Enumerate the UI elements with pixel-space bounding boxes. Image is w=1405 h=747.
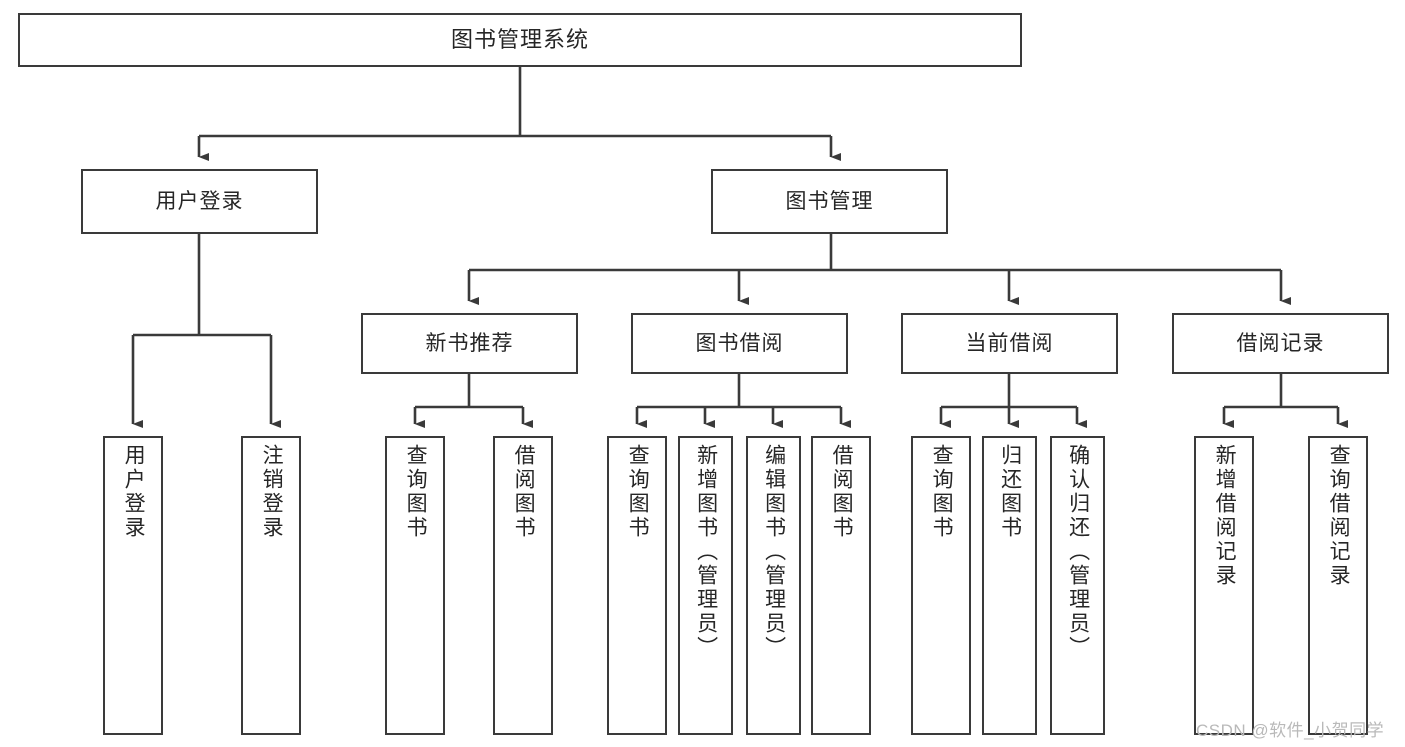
node-label: 当前借阅: [965, 331, 1054, 355]
node-label: 查询图书: [930, 444, 954, 540]
node-book-borrow[interactable]: 图书借阅: [631, 313, 848, 374]
node-label: 查询图书: [404, 444, 428, 540]
node-borrow-record[interactable]: 借阅记录: [1172, 313, 1389, 374]
node-label: 借阅图书: [512, 444, 536, 540]
node-label: 新书推荐: [425, 331, 514, 355]
node-label: 查询图书: [626, 444, 650, 540]
node-leaf-query-book-bb[interactable]: 查询图书: [607, 436, 667, 735]
node-label: 查询借阅记录: [1327, 444, 1351, 588]
node-label: 借阅图书: [830, 444, 854, 540]
node-label: 编辑图书（管理员）: [762, 444, 786, 660]
node-user-login[interactable]: 用户登录: [81, 169, 318, 234]
node-leaf-borrow-book-bb[interactable]: 借阅图书: [811, 436, 871, 735]
node-root-book-management-system[interactable]: 图书管理系统: [18, 13, 1022, 67]
node-label: 用户登录: [155, 189, 244, 213]
node-leaf-confirm-return-admin[interactable]: 确认归还（管理员）: [1050, 436, 1105, 735]
node-leaf-user-login[interactable]: 用户登录: [103, 436, 163, 735]
node-label: 新增图书（管理员）: [694, 444, 718, 660]
node-book-management[interactable]: 图书管理: [711, 169, 948, 234]
node-leaf-logout[interactable]: 注销登录: [241, 436, 301, 735]
node-label: 确认归还（管理员）: [1066, 444, 1090, 660]
node-leaf-query-book-cb[interactable]: 查询图书: [911, 436, 971, 735]
node-label: 归还图书: [998, 444, 1022, 540]
node-new-book-recommend[interactable]: 新书推荐: [361, 313, 578, 374]
node-leaf-borrow-book-nb[interactable]: 借阅图书: [493, 436, 553, 735]
node-label: 图书借阅: [695, 331, 784, 355]
node-leaf-add-book-admin[interactable]: 新增图书（管理员）: [678, 436, 733, 735]
node-current-borrow[interactable]: 当前借阅: [901, 313, 1118, 374]
node-leaf-return-book[interactable]: 归还图书: [982, 436, 1037, 735]
node-label: 新增借阅记录: [1213, 444, 1237, 588]
node-label: 注销登录: [260, 444, 284, 540]
node-leaf-add-borrow-record[interactable]: 新增借阅记录: [1194, 436, 1254, 735]
node-label: 借阅记录: [1236, 331, 1325, 355]
node-label: 用户登录: [122, 444, 146, 540]
node-leaf-query-borrow-record[interactable]: 查询借阅记录: [1308, 436, 1368, 735]
node-label: 图书管理系统: [450, 26, 589, 52]
node-leaf-query-book-nb[interactable]: 查询图书: [385, 436, 445, 735]
node-leaf-edit-book-admin[interactable]: 编辑图书（管理员）: [746, 436, 801, 735]
node-label: 图书管理: [785, 189, 874, 213]
